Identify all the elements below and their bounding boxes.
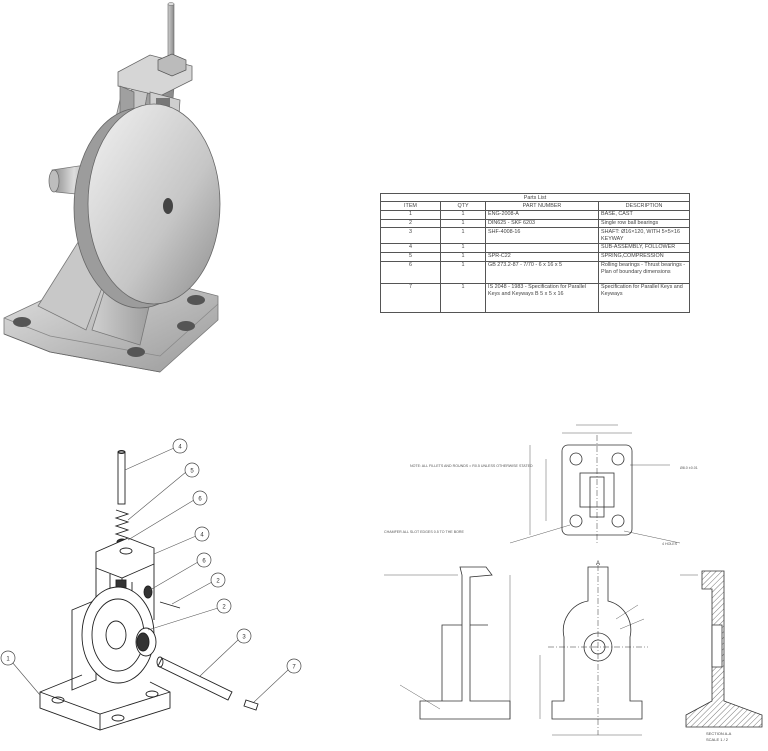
cell-description: Rolling bearings - Thrust bearings - Pla… [598, 260, 690, 284]
bore-note: Ø8.0 ±0.01 [680, 466, 698, 470]
balloon: 4 [172, 438, 188, 454]
cell-item: 6 [380, 260, 441, 284]
cell-qty: 1 [440, 242, 486, 253]
table-row: 2 1 DIN625 - SKF 6203 Single row ball be… [380, 218, 690, 229]
orthographic-drawing: NOTE: ALL FILLETS AND ROUNDS = R0.5 UNLE… [384, 424, 763, 742]
cell-description: BASE, CAST [598, 209, 690, 220]
item-balloons: 4 5 6 4 6 2 2 3 7 1 [0, 438, 302, 674]
svg-text:4: 4 [200, 533, 204, 539]
cell-part-number: DIN625 - SKF 6203 [485, 218, 599, 229]
cell-part-number [485, 242, 599, 253]
cell-item: 4 [380, 242, 441, 253]
isometric-assembly-render [3, 2, 221, 373]
exploded-view-drawing: 4 5 6 4 6 2 2 3 7 1 [0, 438, 302, 731]
cell-item: 7 [380, 282, 441, 313]
table-row: 1 1 ENG-2008-A BASE, CAST [380, 209, 690, 220]
cell-description: Specification for Parallel Keys and Keyw… [598, 282, 690, 313]
header-qty: QTY [440, 201, 486, 211]
cell-part-number: IS 2048 - 1983 - Specification for Paral… [485, 282, 599, 313]
cell-qty: 1 [440, 251, 486, 262]
cell-item: 1 [380, 209, 441, 220]
balloon: 5 [184, 462, 200, 478]
balloon: 2 [216, 598, 232, 614]
header-description: DESCRIPTION [598, 201, 690, 211]
cell-qty: 1 [440, 209, 486, 220]
cell-part-number: SHF-4008-16 [485, 227, 599, 244]
table-row: 5 1 SPR-C22 SPRING,COMPRESSION [380, 251, 690, 262]
top-view [509, 424, 681, 544]
cell-description: SUB-ASSEMBLY, FOLLOWER [598, 242, 690, 253]
section-view [680, 570, 763, 728]
balloon: 7 [286, 658, 302, 674]
table-row: 6 1 GB 273.2-87 - 7/70 - 6 x 16 x 5 Roll… [380, 260, 690, 284]
cell-part-number: ENG-2008-A [485, 209, 599, 220]
section-label: SECTION A-A [706, 731, 732, 736]
svg-text:3: 3 [242, 635, 246, 641]
svg-text:2: 2 [216, 579, 220, 585]
side-view [384, 566, 511, 720]
cell-description: SPRING,COMPRESSION [598, 251, 690, 262]
cell-description: SHAFT: Ø16×120, WITH 5×5×16 KEYWAY [598, 227, 690, 244]
table-row: 3 1 SHF-4008-16 SHAFT: Ø16×120, WITH 5×5… [380, 227, 690, 244]
front-view [539, 565, 648, 736]
cell-qty: 1 [440, 218, 486, 229]
cell-qty: 1 [440, 227, 486, 244]
cell-qty: 1 [440, 282, 486, 313]
header-part-number: PART NUMBER [485, 201, 599, 211]
chamfer-note: CHAMFER ALL SLOT EDGES 0.5 TO THE BORE [384, 530, 464, 534]
cell-part-number: GB 273.2-87 - 7/70 - 6 x 16 x 5 [485, 260, 599, 284]
svg-text:1: 1 [6, 657, 10, 663]
parts-list-header-row: ITEM QTY PART NUMBER DESCRIPTION [380, 201, 690, 211]
table-row: 7 1 IS 2048 - 1983 - Specification for P… [380, 282, 690, 313]
holes-note: 4 HOLES [662, 542, 678, 546]
svg-text:4: 4 [178, 445, 182, 451]
cell-description: Single row ball bearings [598, 218, 690, 229]
balloon: 3 [236, 628, 252, 644]
scale-label: SCALE 1 / 2 [706, 737, 729, 742]
balloon: 1 [0, 650, 16, 666]
general-note: NOTE: ALL FILLETS AND ROUNDS = R0.5 UNLE… [410, 464, 533, 468]
section-marker: A [596, 561, 600, 567]
balloon: 6 [196, 552, 212, 568]
balloon: 2 [210, 572, 226, 588]
svg-text:2: 2 [222, 605, 226, 611]
svg-text:5: 5 [190, 469, 194, 475]
cell-item: 3 [380, 227, 441, 244]
header-item: ITEM [380, 201, 441, 211]
table-row: 4 1 SUB-ASSEMBLY, FOLLOWER [380, 242, 690, 253]
svg-text:6: 6 [202, 559, 206, 565]
cell-item: 2 [380, 218, 441, 229]
balloon: 6 [192, 490, 208, 506]
cell-part-number: SPR-C22 [485, 251, 599, 262]
balloon: 4 [194, 526, 210, 542]
parts-list-title: Parts List [380, 193, 690, 201]
cell-item: 5 [380, 251, 441, 262]
cell-qty: 1 [440, 260, 486, 284]
svg-text:6: 6 [198, 497, 202, 503]
parts-list-table: Parts List ITEM QTY PART NUMBER DESCRIPT… [380, 193, 690, 313]
svg-text:7: 7 [292, 665, 296, 671]
